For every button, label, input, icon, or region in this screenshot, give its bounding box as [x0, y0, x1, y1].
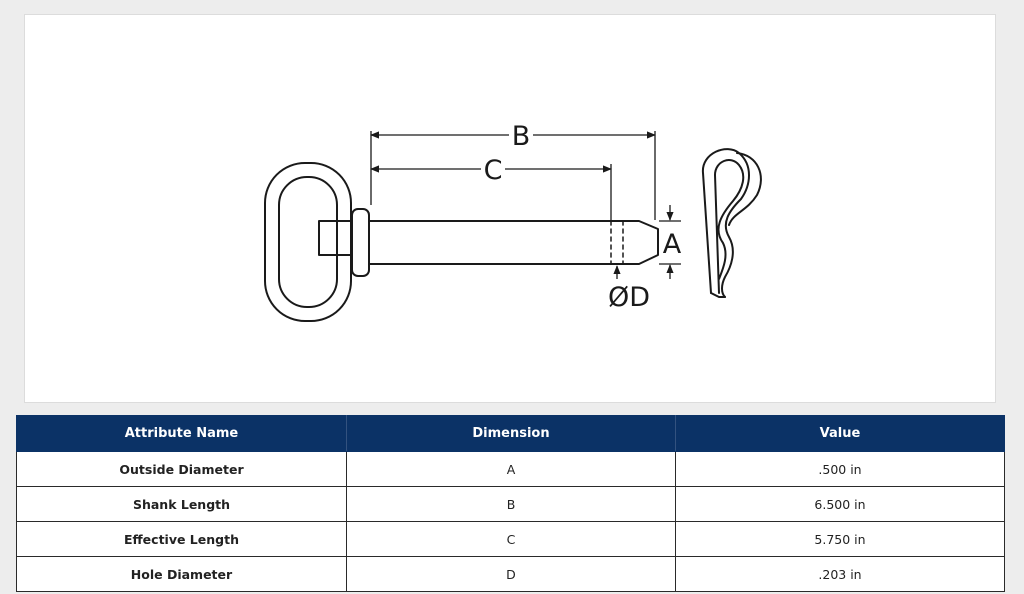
- header-value: Value: [675, 415, 1005, 452]
- attribute-name-cell: Outside Diameter: [16, 451, 347, 487]
- header-attribute-name: Attribute Name: [16, 415, 347, 452]
- pin-collar: [351, 208, 370, 277]
- hairpin-clip-end: [710, 292, 726, 298]
- value-cell: 5.750 in: [675, 521, 1005, 557]
- dimension-label-a: A: [663, 229, 682, 260]
- table-row: Hole Diameter D .203 in: [16, 556, 1005, 592]
- attribute-name-cell: Hole Diameter: [16, 556, 347, 592]
- pin-neck: [318, 220, 352, 256]
- handle-ring-inner: [278, 176, 338, 308]
- hairpin-clip: [701, 148, 762, 298]
- value-cell: .500 in: [675, 451, 1005, 487]
- dimension-cell: A: [346, 451, 676, 487]
- dimension-label-c: C: [484, 155, 503, 186]
- attribute-name-cell: Effective Length: [16, 521, 347, 557]
- dimension-label-b: B: [512, 121, 531, 152]
- dimension-cell: D: [346, 556, 676, 592]
- table-row: Outside Diameter A .500 in: [16, 451, 1005, 487]
- table-header-row: Attribute Name Dimension Value: [16, 415, 1005, 452]
- hitch-pin-diagram: B C A ØD: [264, 121, 762, 322]
- value-cell: .203 in: [675, 556, 1005, 592]
- table-row: Shank Length B 6.500 in: [16, 486, 1005, 522]
- attribute-name-cell: Shank Length: [16, 486, 347, 522]
- product-diagram-panel: B C A ØD: [24, 14, 996, 403]
- table-row: Effective Length C 5.750 in: [16, 521, 1005, 557]
- dimension-label-d: ØD: [608, 282, 650, 313]
- handle-ring-outer: [264, 162, 352, 322]
- pin-shank: [368, 220, 659, 265]
- header-dimension: Dimension: [346, 415, 676, 452]
- value-cell: 6.500 in: [675, 486, 1005, 522]
- dimensions-table: Attribute Name Dimension Value Outside D…: [16, 415, 1005, 592]
- dimension-cell: C: [346, 521, 676, 557]
- dimension-cell: B: [346, 486, 676, 522]
